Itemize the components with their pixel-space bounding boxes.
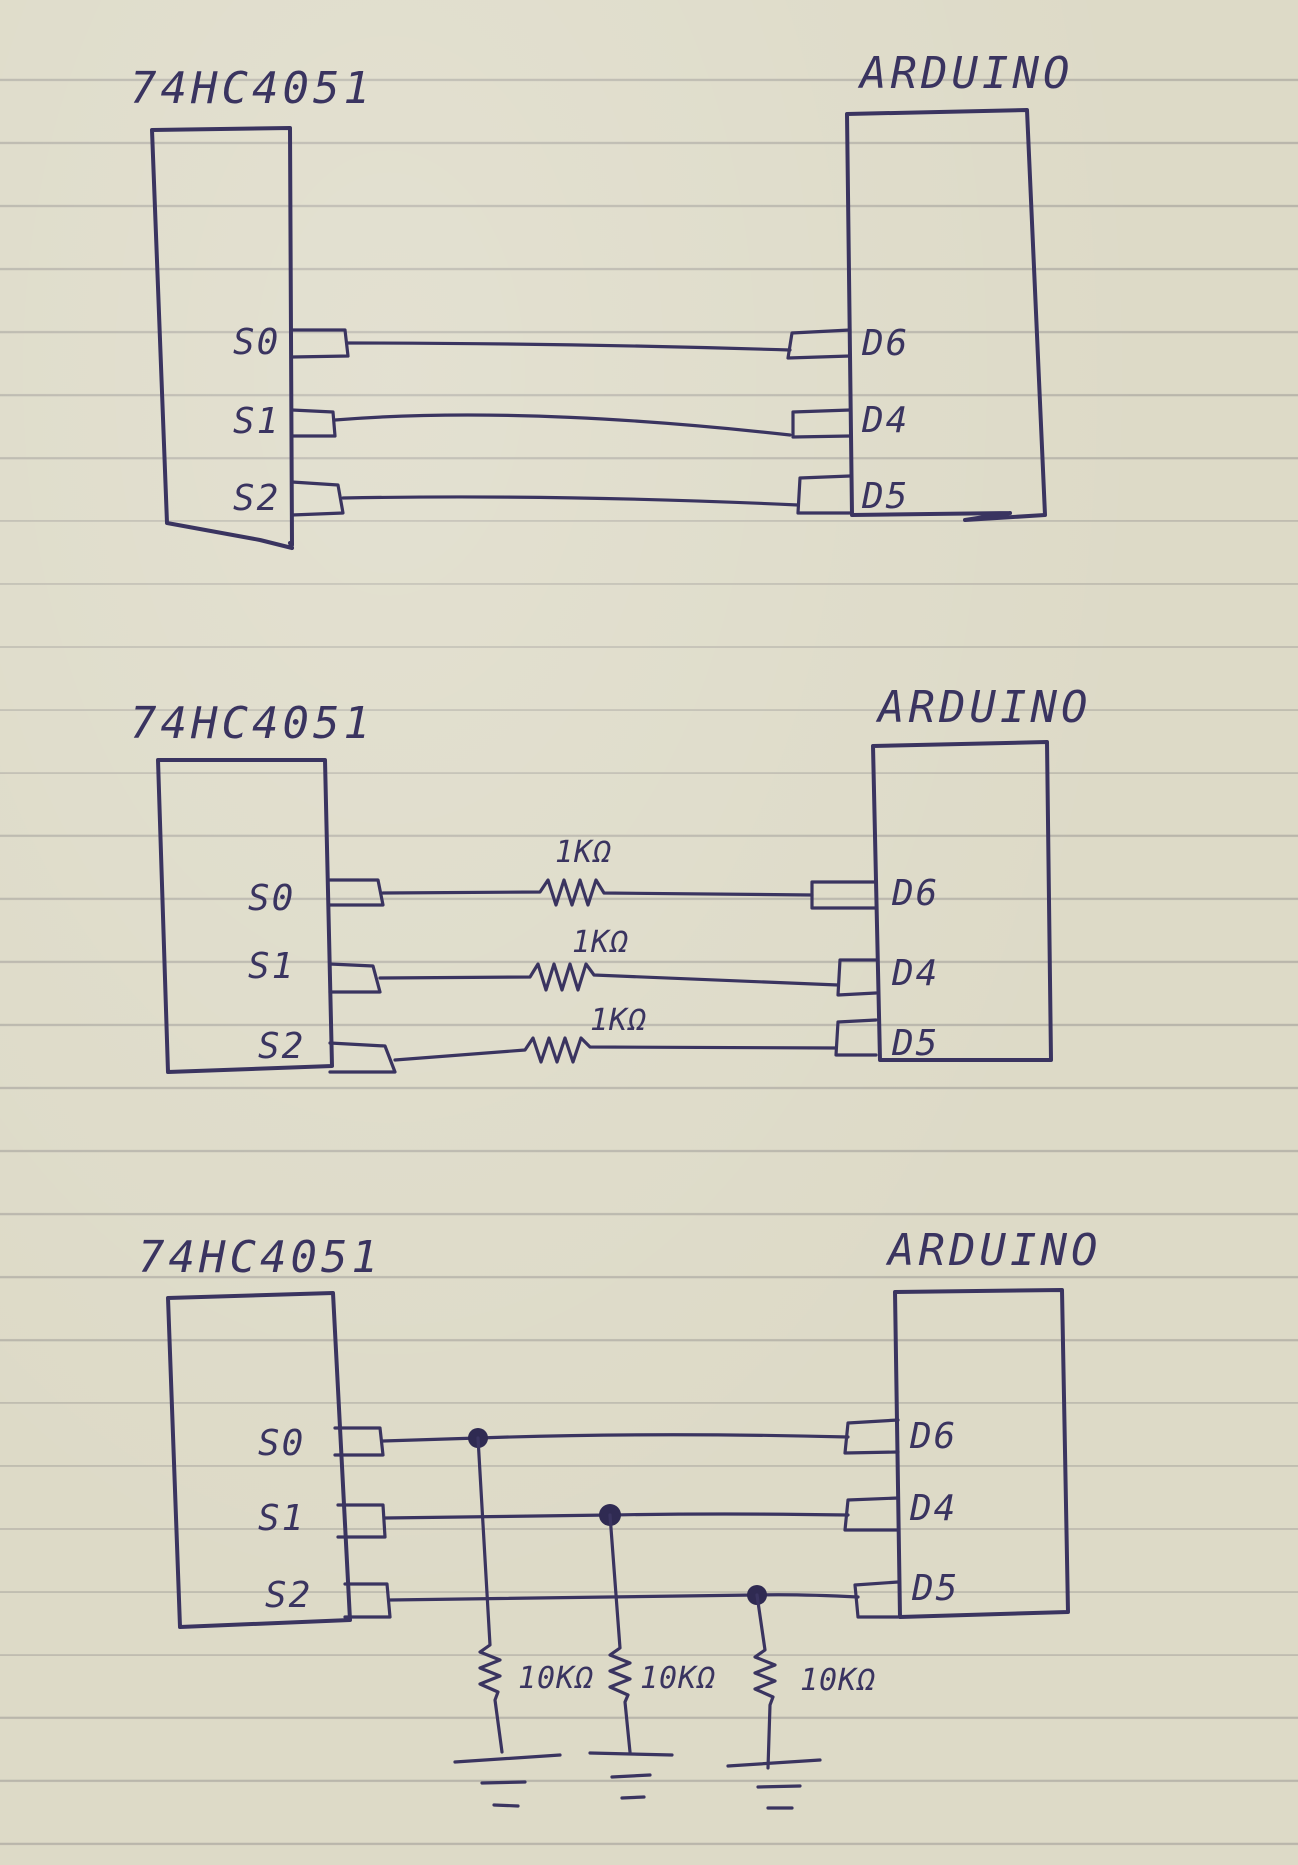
arduino-pin-label-d4: D4 (891, 953, 939, 994)
board-label: ARDUINO (857, 48, 1073, 99)
pulldown-label-r1: 10KΩ (518, 1661, 594, 1696)
mux-pin-label-s1: S1 (233, 401, 280, 442)
diagram-series-resistors: 74HC4051 ARDUINO 1KΩ 1KΩ 1KΩ S0 S1 S2 D6… (130, 682, 1091, 1074)
mux-pin-label-s2: S2 (258, 1026, 305, 1067)
mux-pin-stub (290, 480, 345, 517)
arduino-pin-label-d4: D4 (861, 400, 909, 441)
arduino-pin-stub (786, 328, 852, 360)
arduino-pin-stub (834, 1018, 878, 1057)
pulldown-label-r3: 10KΩ (800, 1663, 876, 1698)
chip-label: 74HC4051 (138, 1232, 382, 1283)
pulldown-label-r2: 10KΩ (640, 1661, 716, 1696)
arduino-pin-stub (853, 1580, 900, 1619)
ground-icon (453, 1753, 562, 1808)
mux-chip-outline (166, 1291, 352, 1629)
ground-icon (726, 1758, 822, 1810)
wire-s0-d6 (381, 1433, 850, 1443)
arduino-pin-stub (836, 958, 878, 997)
mux-pin-label-s0: S0 (233, 322, 280, 363)
wire-s2-d5 (388, 1593, 860, 1602)
wire-s1-d4 (378, 962, 840, 992)
wire-s0-d6 (381, 878, 814, 907)
wire-s2-d5 (393, 1036, 838, 1064)
arduino-board-outline (893, 1288, 1070, 1619)
diagram-direct-connection: 74HC4051 ARDUINO S0 S1 S2 D6 D4 D5 (130, 48, 1073, 550)
board-label: ARDUINO (875, 682, 1091, 733)
arduino-pin-label-d6: D6 (891, 873, 939, 914)
arduino-pin-label-d6: D6 (909, 1416, 957, 1457)
wire-s1-d4 (383, 1512, 850, 1520)
mux-pin-stub (290, 328, 350, 359)
wire-s1-d4 (333, 413, 792, 437)
chip-label: 74HC4051 (130, 698, 374, 749)
mux-pin-stub (336, 1503, 387, 1539)
mux-pin-label-s1: S1 (258, 1498, 305, 1539)
mux-pin-stub (343, 1582, 392, 1619)
wire-s2-d5 (341, 495, 800, 507)
arduino-pin-label-d5: D5 (891, 1023, 939, 1064)
diagram-pulldown-resistors: 74HC4051 ARDUINO (138, 1225, 1101, 1810)
pulldown-leg-s2 (753, 1593, 777, 1770)
mux-pin-label-s0: S0 (248, 878, 295, 919)
arduino-board-outline (845, 108, 1047, 522)
arduino-pin-stub (843, 1418, 900, 1455)
mux-pin-label-s0: S0 (258, 1423, 305, 1464)
resistor-label-r2: 1KΩ (572, 925, 629, 960)
arduino-pin-label-d6: D6 (861, 323, 909, 364)
wire-s0-d6 (346, 341, 792, 352)
mux-chip-outline (156, 758, 334, 1074)
arduino-pin-stub (843, 1496, 900, 1532)
mux-chip-outline (150, 126, 294, 550)
mux-pin-stub (290, 408, 337, 438)
pulldown-leg-s1 (608, 1513, 632, 1754)
mux-pin-stub (328, 1041, 397, 1074)
arduino-pin-label-d5: D5 (911, 1568, 959, 1609)
pulldown-leg-s0 (476, 1436, 504, 1754)
arduino-pin-label-d5: D5 (861, 476, 909, 517)
mux-pin-stub (328, 878, 385, 907)
arduino-pin-label-d4: D4 (909, 1488, 957, 1529)
arduino-pin-stub (791, 408, 852, 439)
arduino-pin-stub (796, 474, 852, 515)
board-label: ARDUINO (885, 1225, 1101, 1276)
resistor-label-r3: 1KΩ (590, 1003, 647, 1038)
chip-label: 74HC4051 (130, 63, 374, 114)
ground-icon (588, 1751, 674, 1800)
mux-pin-label-s1: S1 (248, 946, 295, 987)
arduino-pin-stub (810, 880, 878, 910)
resistor-label-r1: 1KΩ (555, 835, 612, 870)
mux-pin-stub (328, 962, 382, 994)
arduino-board-outline (871, 740, 1053, 1062)
mux-pin-label-s2: S2 (265, 1575, 312, 1616)
mux-pin-label-s2: S2 (233, 478, 280, 519)
